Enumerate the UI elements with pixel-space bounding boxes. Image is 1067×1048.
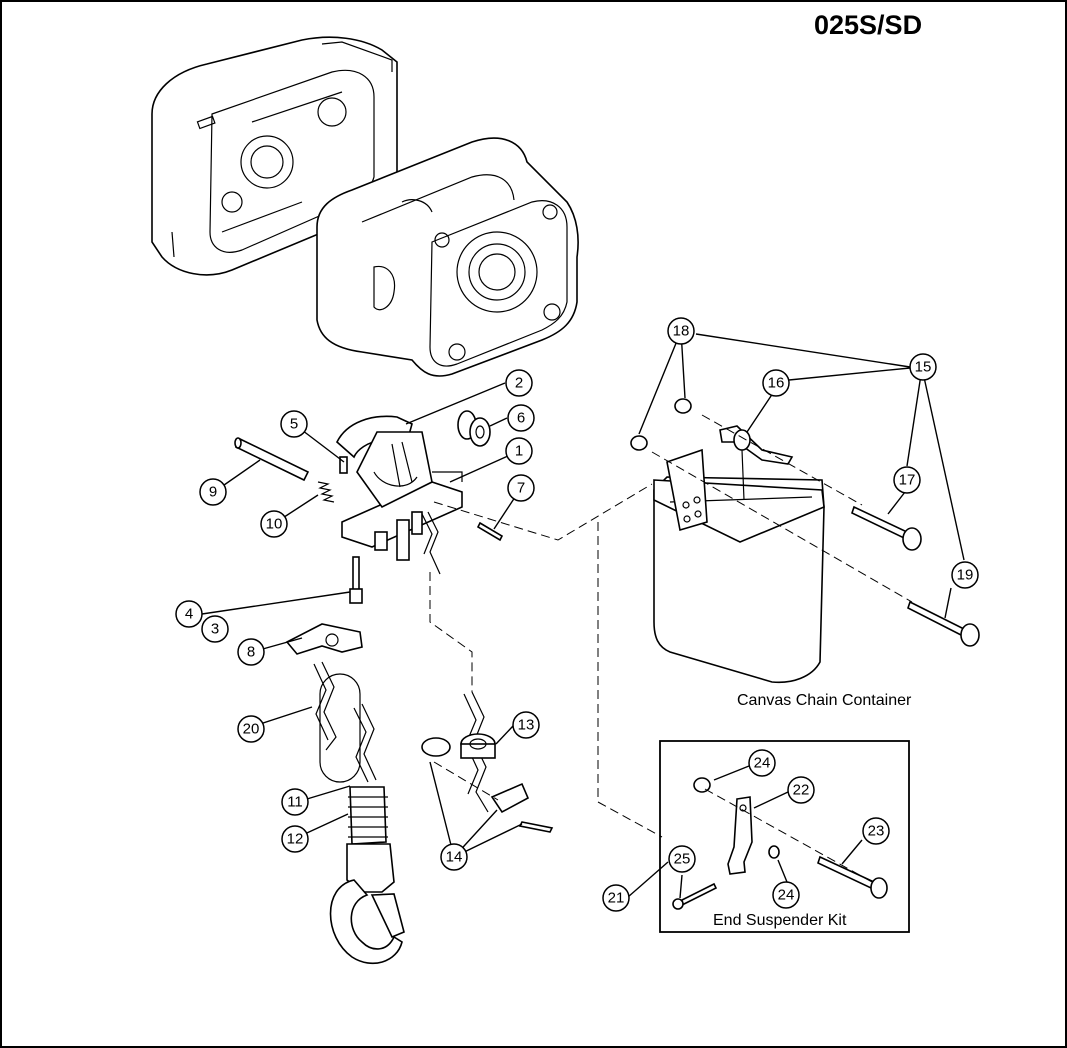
callout-21: 21 [602,884,630,912]
svg-text:23: 23 [868,823,885,840]
alignment-lines [429,414,913,883]
svg-text:16: 16 [768,375,785,392]
svg-text:4: 4 [185,606,193,623]
callout-18: 18 [667,317,695,345]
spring [317,481,335,503]
svg-text:2: 2 [515,375,523,392]
suspender-kit-caption: End Suspender Kit [713,912,847,929]
callout-20: 20 [237,715,265,743]
hanger-frame [336,415,463,561]
svg-text:5: 5 [290,416,298,433]
svg-text:9: 9 [209,484,217,501]
svg-text:8: 8 [247,644,255,661]
shaft [234,437,310,482]
container-bolts [851,505,980,647]
svg-text:1: 1 [515,443,523,460]
callout-6: 6 [507,404,535,432]
svg-text:18: 18 [673,323,690,340]
callout-19: 19 [951,561,979,589]
callout-12: 12 [281,825,309,853]
callout-13: 13 [512,711,540,739]
pin [476,521,504,542]
svg-text:20: 20 [243,721,260,738]
svg-text:19: 19 [957,567,974,584]
canvas-chain-container [653,425,825,684]
svg-text:24: 24 [778,887,795,904]
svg-text:12: 12 [287,831,304,848]
callout-14: 14 [440,843,468,871]
svg-text:7: 7 [517,480,525,497]
callout-9: 9 [199,478,227,506]
hook-assembly [329,786,405,965]
svg-text:24: 24 [754,755,771,772]
callout-1: 1 [505,437,533,465]
svg-text:13: 13 [518,717,535,734]
callout-16: 16 [762,369,790,397]
svg-text:17: 17 [899,472,916,489]
callout-10: 10 [260,510,288,538]
svg-text:14: 14 [446,849,463,866]
svg-text:6: 6 [517,410,525,427]
callout-15: 15 [909,353,937,381]
svg-text:3: 3 [211,621,219,638]
bolt [349,556,363,604]
model-title: 025S/SD [814,10,923,40]
callout-2: 2 [505,369,533,397]
chain-guide [285,623,363,655]
svg-text:22: 22 [793,782,810,799]
callout-24-top: 24 [748,749,776,777]
rollers [457,410,491,447]
svg-text:10: 10 [266,516,283,533]
callout-17: 17 [893,466,921,494]
callout-4: 4 [175,600,203,628]
chain-stopper [421,733,554,833]
nuts [630,398,692,451]
callout-7: 7 [507,474,535,502]
callout-8: 8 [237,638,265,666]
callout-24-bottom: 24 [772,881,800,909]
front-housing [316,137,579,377]
callout-23: 23 [862,817,890,845]
callout-25: 25 [668,845,696,873]
callout-5: 5 [280,410,308,438]
svg-text:15: 15 [915,359,932,376]
svg-text:21: 21 [608,890,625,907]
svg-text:11: 11 [287,794,303,811]
chain-container-caption: Canvas Chain Container [737,692,912,709]
callout-3: 3 [201,615,229,643]
callout-11: 11 [281,788,309,816]
callout-22: 22 [787,776,815,804]
svg-text:25: 25 [674,851,691,868]
